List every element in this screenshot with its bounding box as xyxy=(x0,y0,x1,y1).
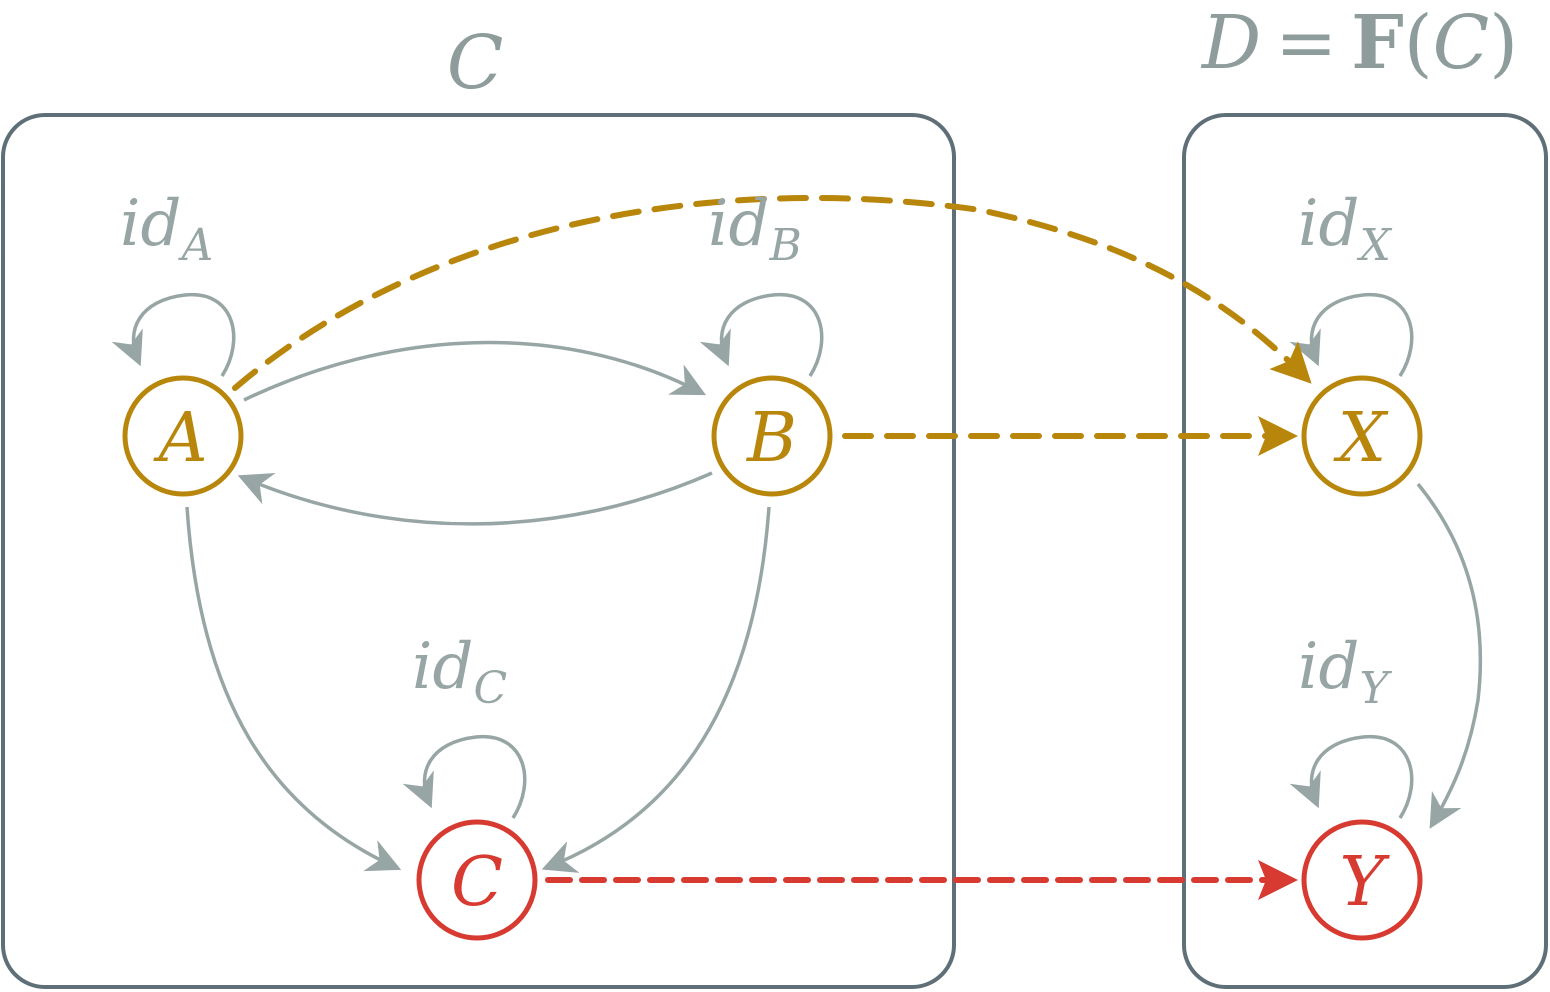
node-y-circle xyxy=(1301,819,1423,941)
functor-symbol: F xyxy=(1351,0,1404,86)
identity-label-a: idA xyxy=(120,187,213,271)
identity-loop-c xyxy=(402,735,527,819)
identity-label-b: idB xyxy=(708,187,802,271)
identity-label-c-base: id xyxy=(412,630,473,704)
node-c-circle xyxy=(416,819,538,941)
identity-label-c: idC xyxy=(412,630,507,714)
morphism-a-to-b xyxy=(243,340,707,402)
identity-label-b-sub: B xyxy=(768,220,801,271)
paren-open: ( xyxy=(1404,0,1433,86)
morphism-b-to-c xyxy=(541,506,771,873)
node-a-label: A xyxy=(152,399,207,478)
identity-label-b-base: id xyxy=(708,187,769,261)
paren-close: ) xyxy=(1489,0,1518,86)
category-d-box xyxy=(1182,113,1548,989)
node-a: A xyxy=(122,375,244,497)
identity-label-x: idX xyxy=(1298,187,1392,271)
node-x: X xyxy=(1301,375,1423,497)
identity-loop-y xyxy=(1289,735,1414,819)
identity-label-y: idY xyxy=(1298,630,1392,714)
category-d-symbol: D xyxy=(1200,0,1261,86)
node-c-label: C xyxy=(451,843,503,922)
node-b-circle xyxy=(711,375,833,497)
identity-label-y-base: id xyxy=(1298,630,1359,704)
identity-loop-b xyxy=(699,293,824,377)
identity-label-y-sub: Y xyxy=(1359,663,1392,714)
morphism-x-to-y xyxy=(1416,482,1483,829)
morphism-a-to-c xyxy=(185,506,402,872)
node-b-label: B xyxy=(745,399,797,478)
identity-label-c-sub: C xyxy=(473,663,507,714)
identity-label-x-sub: X xyxy=(1356,220,1392,271)
node-c: C xyxy=(416,819,538,941)
equals-sign: = xyxy=(1275,0,1337,86)
category-d-title: D=F(C) xyxy=(1200,0,1518,86)
identity-loop-x xyxy=(1289,293,1414,377)
node-y-label: Y xyxy=(1340,843,1391,922)
node-x-circle xyxy=(1301,375,1423,497)
identity-loop-a xyxy=(111,293,236,377)
functor-argument: C xyxy=(1433,0,1490,86)
node-b: B xyxy=(711,375,833,497)
functor-map-a-to-x xyxy=(232,194,1312,391)
morphism-b-to-a xyxy=(237,471,713,526)
identity-label-a-base: id xyxy=(120,187,181,261)
identity-label-x-base: id xyxy=(1298,187,1359,261)
identity-label-a-sub: A xyxy=(177,220,213,271)
category-c-title: C xyxy=(447,20,504,106)
node-a-circle xyxy=(122,375,244,497)
node-y: Y xyxy=(1301,819,1423,941)
node-x-label: X xyxy=(1333,399,1389,478)
category-c-box xyxy=(1,113,956,989)
